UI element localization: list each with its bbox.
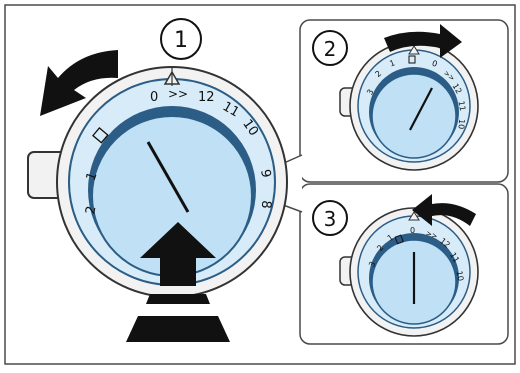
- dial-number: 0: [410, 226, 415, 235]
- dial-number: >>: [425, 229, 439, 241]
- step-3-dial: 3 2 1 0 >> 12 11 10: [339, 207, 479, 337]
- step-3-badge: [312, 200, 348, 236]
- pointer-needle-icon: [146, 141, 190, 213]
- dial-number: 11: [457, 100, 468, 112]
- square-symbol-icon: [408, 55, 416, 64]
- square-symbol-icon: [394, 234, 404, 245]
- dial-number: 1: [386, 233, 395, 243]
- main-dial: 0 >> 12 11 10 9 8 2 1: [27, 66, 288, 298]
- dial-number: 0: [150, 90, 158, 105]
- rotate-left-arrow-icon: [412, 194, 476, 226]
- step-3-number: 3: [324, 207, 337, 231]
- step-2-number: 2: [324, 37, 337, 61]
- dial-number: 2: [375, 243, 385, 253]
- dial-number: 3: [367, 260, 377, 268]
- outer-frame: [4, 4, 516, 365]
- dial-number: 9: [257, 168, 273, 179]
- step-2-badge: [312, 30, 348, 66]
- pointer-needle-icon: [409, 87, 433, 131]
- dial-number: 1: [388, 58, 396, 68]
- dial-number: 11: [220, 99, 242, 120]
- dial-number: 0: [431, 59, 439, 69]
- top-marker-icon: [408, 45, 420, 55]
- dial-number: 10: [456, 119, 466, 130]
- dial-number: 8: [258, 200, 274, 210]
- step-1-badge: [160, 18, 202, 60]
- dial-number: 11: [448, 251, 461, 264]
- top-marker-icon: [408, 211, 420, 221]
- step-1-number: 1: [174, 28, 188, 53]
- push-arrow-icon: [126, 222, 230, 342]
- dial-number: 3: [365, 88, 375, 97]
- dial-number: >>: [168, 87, 188, 101]
- square-symbol-icon: [92, 127, 109, 144]
- dial-number: 10: [455, 270, 466, 282]
- rotate-left-arrow-icon: [40, 50, 118, 116]
- dial-number: 2: [373, 69, 383, 79]
- rotate-right-arrow-icon: [384, 24, 462, 58]
- step-2-dial: 2 1 0 >> 12 11 10 3: [339, 41, 479, 171]
- dial-face: [371, 73, 457, 159]
- dial-number: 12: [451, 82, 464, 95]
- dial-number: 12: [198, 90, 215, 105]
- dial-number: 2: [83, 205, 99, 216]
